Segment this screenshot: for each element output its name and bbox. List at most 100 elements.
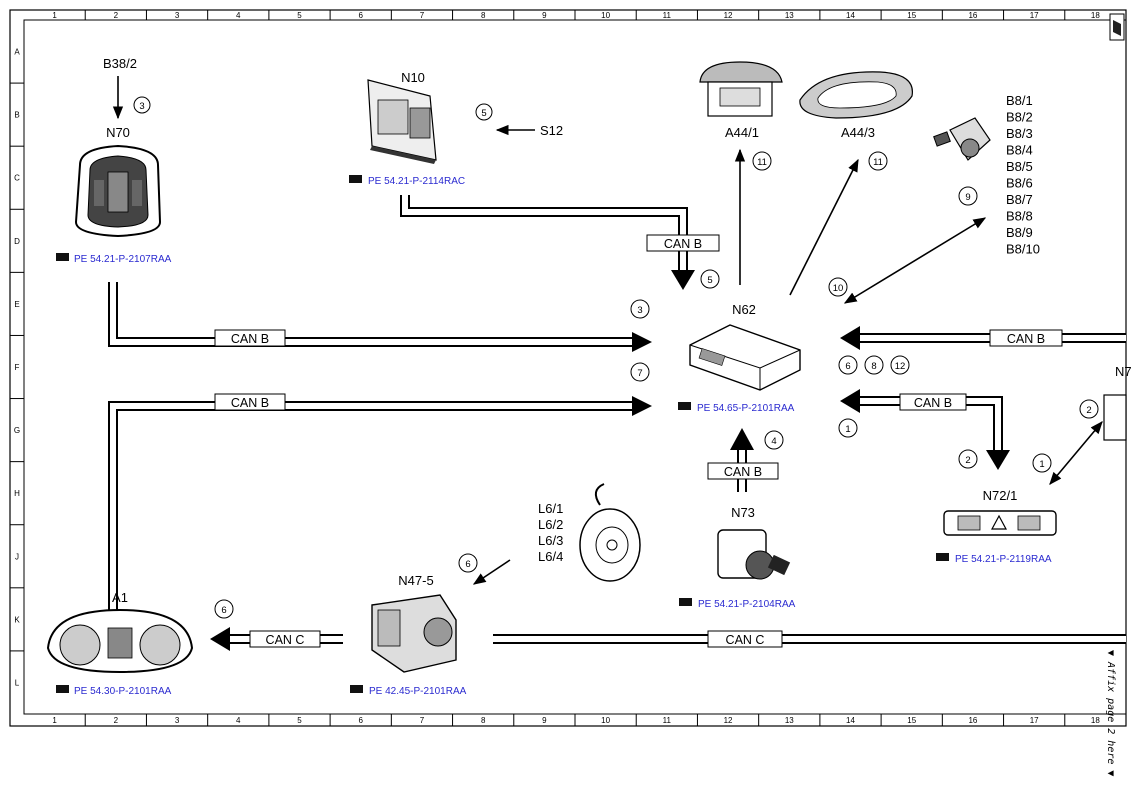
grid-column-label: 3 <box>175 11 180 20</box>
svg-text:6: 6 <box>221 605 226 616</box>
svg-text:3: 3 <box>139 101 144 112</box>
grid-column-label: 18 <box>1091 716 1100 725</box>
marker-2-right: 2 <box>1079 399 1099 419</box>
svg-text:5: 5 <box>707 275 712 286</box>
grid-column-label: 13 <box>785 11 794 20</box>
ref-hand-icon-n47-5 <box>350 685 363 693</box>
label-n7-partial: N7 <box>1115 364 1132 379</box>
grid-column-label: 16 <box>968 716 977 725</box>
grid-column-label: 14 <box>846 11 855 20</box>
label-n70: N70 <box>106 125 130 140</box>
grid-column-label: 17 <box>1030 11 1039 20</box>
ref-n47-5: PE 42.45-P-2101RAA <box>369 686 467 697</box>
marker-7: 7 <box>630 362 650 382</box>
grid-column-label: 12 <box>724 11 733 20</box>
signal-arrows <box>112 76 1103 585</box>
grid-column-label: 2 <box>114 11 119 20</box>
label-n72-1: N72/1 <box>983 488 1018 503</box>
marker-4: 4 <box>764 430 784 450</box>
grid-row-label: A <box>14 48 20 57</box>
ref-a1: PE 54.30-P-2101RAA <box>74 686 172 697</box>
label-n10: N10 <box>401 70 425 85</box>
svg-text:6: 6 <box>845 361 850 372</box>
marker-6-right: 6 <box>838 355 858 375</box>
ref-hand-icon-n72-1 <box>936 553 949 561</box>
l6-sensor-label: L6/2 <box>538 517 563 532</box>
can-b-line-right: CAN B <box>840 326 1126 350</box>
grid-column-label: 13 <box>785 716 794 725</box>
grid-row-label: G <box>14 426 20 435</box>
grid-column-label: 17 <box>1030 716 1039 725</box>
grid-column-label: 9 <box>542 716 547 725</box>
can-b-label-n70: CAN B <box>231 332 269 346</box>
l6-sensor-label: L6/3 <box>538 533 563 548</box>
label-a44-3: A44/3 <box>841 125 875 140</box>
grid-column-label: 1 <box>52 716 57 725</box>
can-c-label-a1: CAN C <box>266 633 305 647</box>
n47-5-esp-unit <box>371 594 457 673</box>
can-b-label-n73: CAN B <box>724 465 762 479</box>
can-b-label-right: CAN B <box>1007 332 1045 346</box>
can-b-line-n10: CAN B <box>400 195 720 290</box>
svg-text:10: 10 <box>833 283 844 294</box>
label-a1: A1 <box>112 590 128 605</box>
n62-parktronic-module <box>689 324 801 391</box>
can-b-line-a1: CAN B <box>108 393 652 610</box>
grid-column-label: 11 <box>663 716 672 725</box>
grid-row-label: F <box>15 363 20 372</box>
can-b-label-n72: CAN B <box>914 396 952 410</box>
label-s12: S12 <box>540 123 563 138</box>
can-b-label-a1: CAN B <box>231 396 269 410</box>
svg-text:11: 11 <box>873 157 883 168</box>
ref-hand-icon-n70 <box>56 253 69 261</box>
ref-n62: PE 54.65-P-2101RAA <box>697 403 795 414</box>
a1-instrument-cluster <box>46 608 194 674</box>
a44-3-interior-light <box>799 71 913 119</box>
grid-column-label: 18 <box>1091 11 1100 20</box>
label-n47-5: N47-5 <box>398 573 433 588</box>
marker-6-a1: 6 <box>214 599 234 619</box>
grid-row-label: D <box>14 237 20 246</box>
grid-column-label: 14 <box>846 716 855 725</box>
marker-3-top: 3 <box>133 96 151 114</box>
b8-sensor-label: B8/1 <box>1006 93 1033 108</box>
l6-brake-disc-sensor <box>579 483 641 582</box>
svg-text:7: 7 <box>637 368 642 379</box>
grid-column-label: 7 <box>420 11 425 20</box>
ref-hand-icon-n10 <box>349 175 362 183</box>
grid-column-label: 15 <box>907 11 916 20</box>
svg-text:2: 2 <box>965 455 970 466</box>
b8-sensor-label: B8/2 <box>1006 110 1033 125</box>
grid-column-label: 11 <box>663 11 672 20</box>
b8-sensor-label: B8/8 <box>1006 209 1033 224</box>
n7-partial-component <box>1103 394 1127 441</box>
grid-column-label: 6 <box>358 716 363 725</box>
marker-8: 8 <box>864 355 884 375</box>
grid-column-label: 8 <box>481 11 486 20</box>
n10-sam-module <box>367 79 437 164</box>
svg-text:11: 11 <box>757 157 767 168</box>
marker-2-n72: 2 <box>958 449 978 469</box>
l6-sensor-label: L6/1 <box>538 501 563 516</box>
grid-column-label: 10 <box>601 716 610 725</box>
grid-column-label: 4 <box>236 716 241 725</box>
marker-11-a44-3: 11 <box>868 151 888 171</box>
marker-1-n72: 1 <box>1032 453 1052 473</box>
can-b-label-n10: CAN B <box>664 237 702 251</box>
b8-sensor-label: B8/9 <box>1006 225 1033 240</box>
marker-10: 10 <box>828 277 848 297</box>
marker-6-l6: 6 <box>458 553 478 573</box>
b8-sensor-list: B8/1B8/2B8/3B8/4B8/5B8/6B8/7B8/8B8/9B8/1… <box>1006 93 1040 257</box>
n72-1-switch-panel <box>943 510 1057 536</box>
svg-text:2: 2 <box>1086 405 1091 416</box>
grid-row-label: B <box>14 111 19 120</box>
svg-text:4: 4 <box>771 436 776 447</box>
l6-sensor-list: L6/1L6/2L6/3L6/4 <box>538 501 563 564</box>
svg-text:12: 12 <box>895 361 906 372</box>
b8-sensor-label: B8/4 <box>1006 143 1033 158</box>
svg-text:1: 1 <box>1039 459 1044 470</box>
